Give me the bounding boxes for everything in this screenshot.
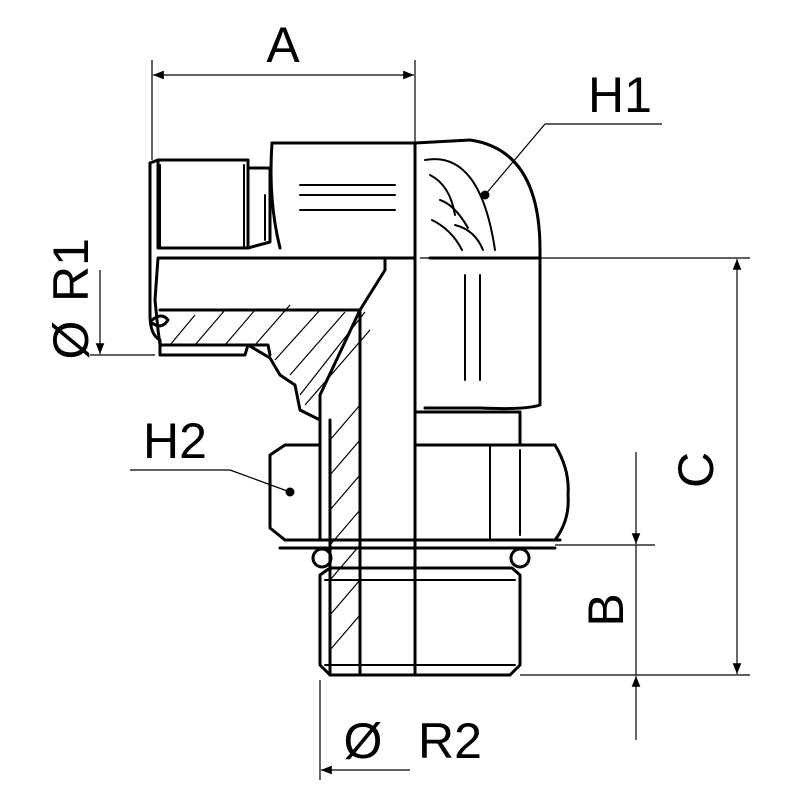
label-r2: R2: [418, 713, 482, 769]
dimension-r1: [90, 270, 155, 356]
sectioned-body: [153, 256, 387, 422]
hex-nut: [268, 410, 570, 550]
leader-h2: [130, 469, 291, 493]
label-c: C: [668, 452, 724, 488]
label-r1-group: Ø R1: [43, 238, 99, 359]
dimension-a: [151, 60, 416, 255]
label-h1: H1: [588, 67, 652, 123]
h2-marker-dot: [285, 487, 295, 497]
label-h2: H2: [143, 413, 207, 469]
r1-thread: [148, 158, 272, 357]
vertical-stem: [318, 248, 417, 677]
r2-thread: [318, 566, 522, 677]
dimension-b: [555, 452, 655, 740]
label-a: A: [266, 17, 300, 73]
dimension-r2: [319, 680, 410, 780]
o-rings: [311, 547, 531, 569]
leader-h1: [484, 123, 662, 196]
label-r1: R1: [43, 238, 99, 302]
label-b: B: [578, 593, 634, 626]
label-r2-diameter: Ø: [344, 713, 383, 769]
label-r1-diameter: Ø: [43, 321, 99, 360]
elbow-body-upper: [269, 138, 542, 411]
h1-marker-dot: [480, 190, 490, 200]
